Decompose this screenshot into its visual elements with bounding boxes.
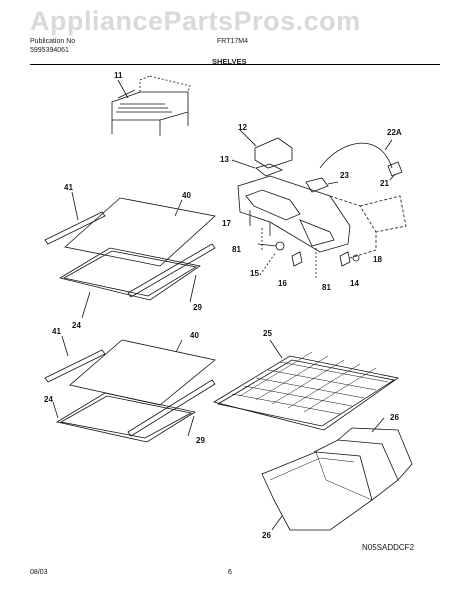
callout-24-lower: 24 xyxy=(44,395,53,404)
part-40-glass-shelf xyxy=(64,197,216,267)
model-number: FRT17M4 xyxy=(217,38,248,45)
upper-shelf-assembly xyxy=(44,197,216,301)
callout-81-right: 81 xyxy=(322,283,331,292)
callout-11: 11 xyxy=(114,71,123,80)
part-11-crisper-cover xyxy=(111,75,191,136)
callout-18: 18 xyxy=(373,255,382,264)
part-26-crisper-drawers xyxy=(261,427,413,531)
footer-date: 08/03 xyxy=(30,569,48,576)
callout-25: 25 xyxy=(263,329,272,338)
part-14-socket xyxy=(339,251,351,267)
part-16-socket xyxy=(291,251,303,267)
header-rule xyxy=(30,64,440,65)
callout-17: 17 xyxy=(222,219,231,228)
part-21-connector xyxy=(387,161,403,177)
callout-13: 13 xyxy=(220,155,229,164)
publication-number: 5995394061 xyxy=(30,47,69,54)
callout-41-upper: 41 xyxy=(64,183,73,192)
section-title: SHELVES xyxy=(212,57,247,66)
callout-14: 14 xyxy=(350,279,359,288)
callout-40-upper: 40 xyxy=(182,191,191,200)
diagram-code: N05SADDCF2 xyxy=(362,543,415,552)
callout-26-lower: 26 xyxy=(262,531,271,540)
callout-24-upper: 24 xyxy=(72,321,81,330)
part-18-screw xyxy=(352,254,360,262)
part-12-light-shield xyxy=(254,137,293,169)
part-17-light-housing xyxy=(237,175,351,253)
part-23-control xyxy=(305,177,329,193)
part-41-shelf-trim xyxy=(44,211,106,245)
callout-23: 23 xyxy=(340,171,349,180)
part-25-crisper-cover xyxy=(212,351,399,431)
page-number: 6 xyxy=(228,569,232,576)
part-13-bulb-bracket xyxy=(255,163,283,177)
callout-21: 21 xyxy=(380,179,389,188)
lower-shelf-assembly xyxy=(44,339,216,443)
callout-41-lower: 41 xyxy=(52,327,61,336)
callout-12: 12 xyxy=(238,123,247,132)
callout-29-upper: 29 xyxy=(193,303,202,312)
watermark: AppliancePartsPros.com xyxy=(30,6,361,36)
part-29-shelf-trim xyxy=(127,243,216,298)
callout-16: 16 xyxy=(278,279,287,288)
callout-22a: 22A xyxy=(387,128,402,137)
callout-29-lower: 29 xyxy=(196,436,205,445)
part-22a-wire xyxy=(319,142,393,169)
publication-label: Publication No xyxy=(30,38,76,45)
callout-26-upper: 26 xyxy=(390,413,399,422)
part-15-bulb xyxy=(275,241,285,251)
callout-81-left: 81 xyxy=(232,245,241,254)
callout-15: 15 xyxy=(250,269,259,278)
part-24-shelf-frame xyxy=(58,247,202,301)
callout-40-lower: 40 xyxy=(190,331,199,340)
